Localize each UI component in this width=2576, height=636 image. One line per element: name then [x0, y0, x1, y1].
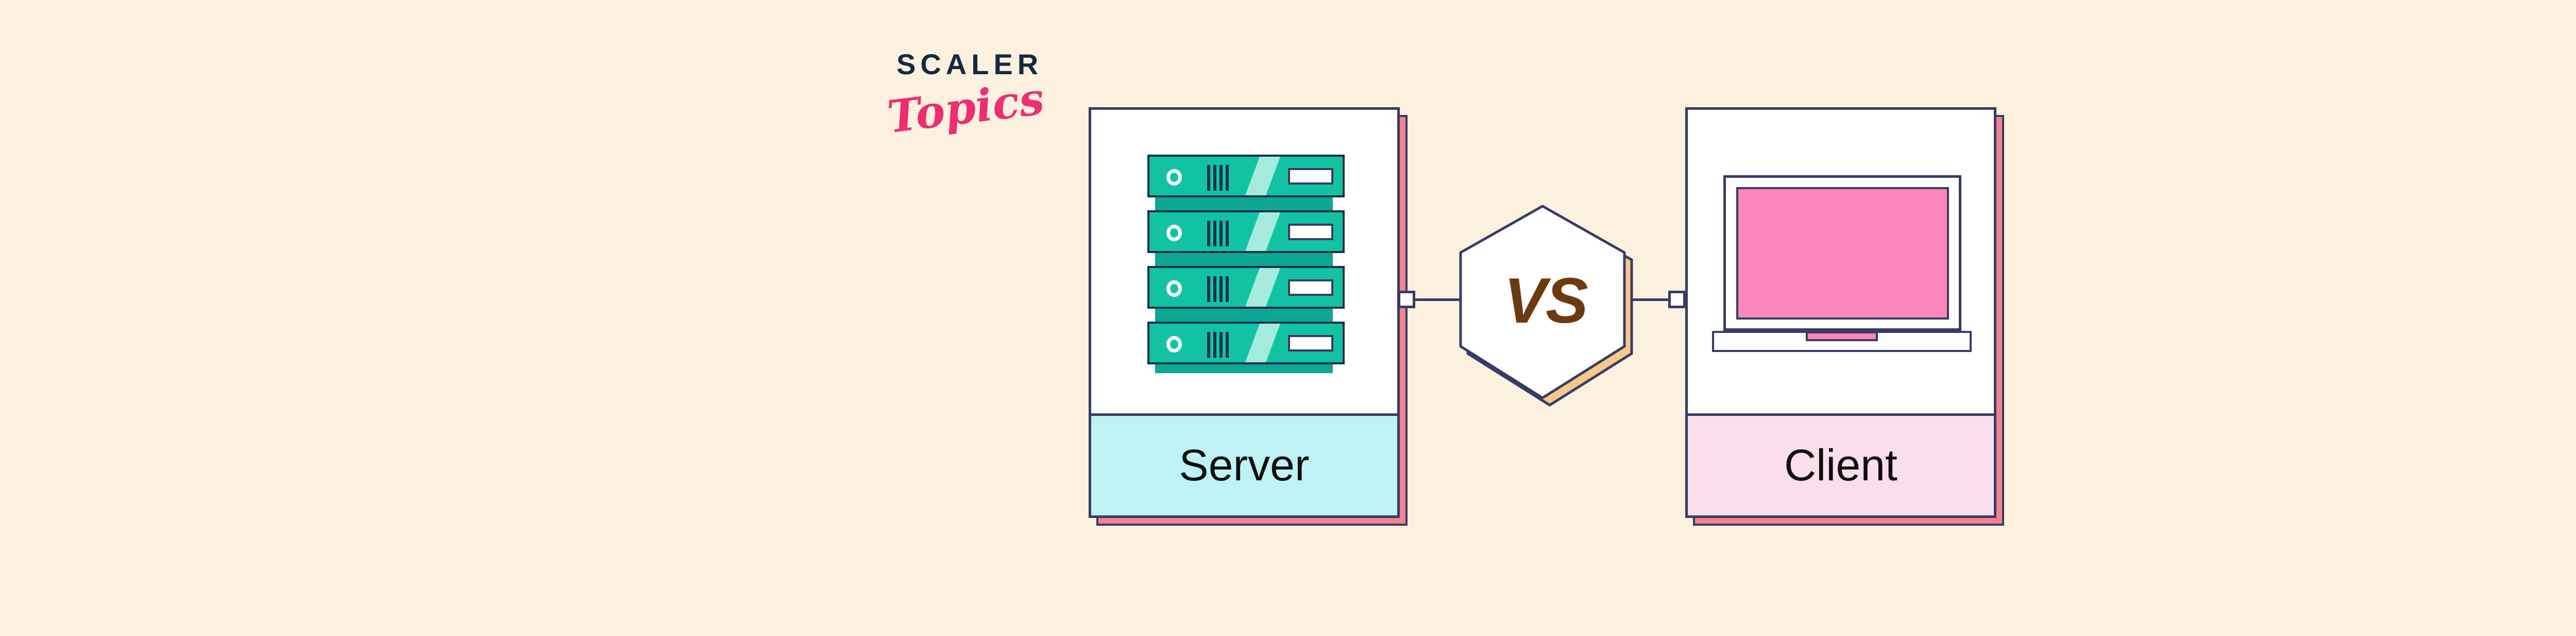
logo-scaler-text: SCALER — [896, 48, 1043, 80]
hexagon-face — [1459, 205, 1626, 399]
drive-slot — [1288, 335, 1333, 352]
rack-joint — [1155, 309, 1333, 322]
gloss-stripe — [1245, 268, 1280, 307]
monitor-hinge — [1806, 331, 1878, 341]
rack-joint — [1155, 197, 1333, 210]
gloss-stripe — [1245, 324, 1280, 362]
vent-lines-icon — [1207, 276, 1229, 302]
power-ring-icon — [1166, 225, 1182, 241]
connector-line-left — [1414, 298, 1462, 301]
server-label-band: Server — [1091, 413, 1397, 515]
vent-lines-icon — [1207, 221, 1229, 246]
connector-line-right — [1623, 298, 1670, 301]
server-unit — [1147, 266, 1345, 309]
gloss-stripe — [1245, 212, 1280, 251]
connector-node-left — [1398, 291, 1415, 308]
drive-slot — [1288, 168, 1333, 185]
rack-joint — [1155, 253, 1333, 266]
monitor-frame — [1723, 175, 1961, 331]
power-ring-icon — [1166, 280, 1182, 297]
vs-label: VS — [1504, 265, 1588, 337]
server-card-body: Server — [1089, 107, 1400, 518]
monitor-screen — [1736, 187, 1949, 320]
server-rack-icon — [1147, 155, 1345, 373]
client-card-body: Client — [1685, 107, 1996, 518]
server-unit — [1147, 210, 1345, 253]
server-card: Server — [1089, 107, 1408, 526]
logo-topics-text: Topics — [884, 72, 1047, 144]
client-label-band: Client — [1688, 413, 1994, 515]
server-unit — [1147, 155, 1345, 197]
connector-node-right — [1668, 291, 1686, 308]
client-label: Client — [1784, 441, 1897, 490]
hexagon-vs-badge — [1459, 205, 1633, 407]
rack-base — [1155, 364, 1333, 373]
server-label: Server — [1179, 441, 1310, 490]
client-card: Client — [1685, 107, 2004, 526]
power-ring-icon — [1166, 169, 1182, 186]
vent-lines-icon — [1207, 332, 1229, 358]
scaler-topics-logo: SCALER Topics — [885, 47, 1047, 143]
power-ring-icon — [1166, 336, 1182, 353]
drive-slot — [1288, 279, 1333, 296]
drive-slot — [1288, 224, 1333, 240]
gloss-stripe — [1245, 157, 1280, 195]
server-unit — [1147, 322, 1345, 364]
vent-lines-icon — [1207, 165, 1229, 191]
